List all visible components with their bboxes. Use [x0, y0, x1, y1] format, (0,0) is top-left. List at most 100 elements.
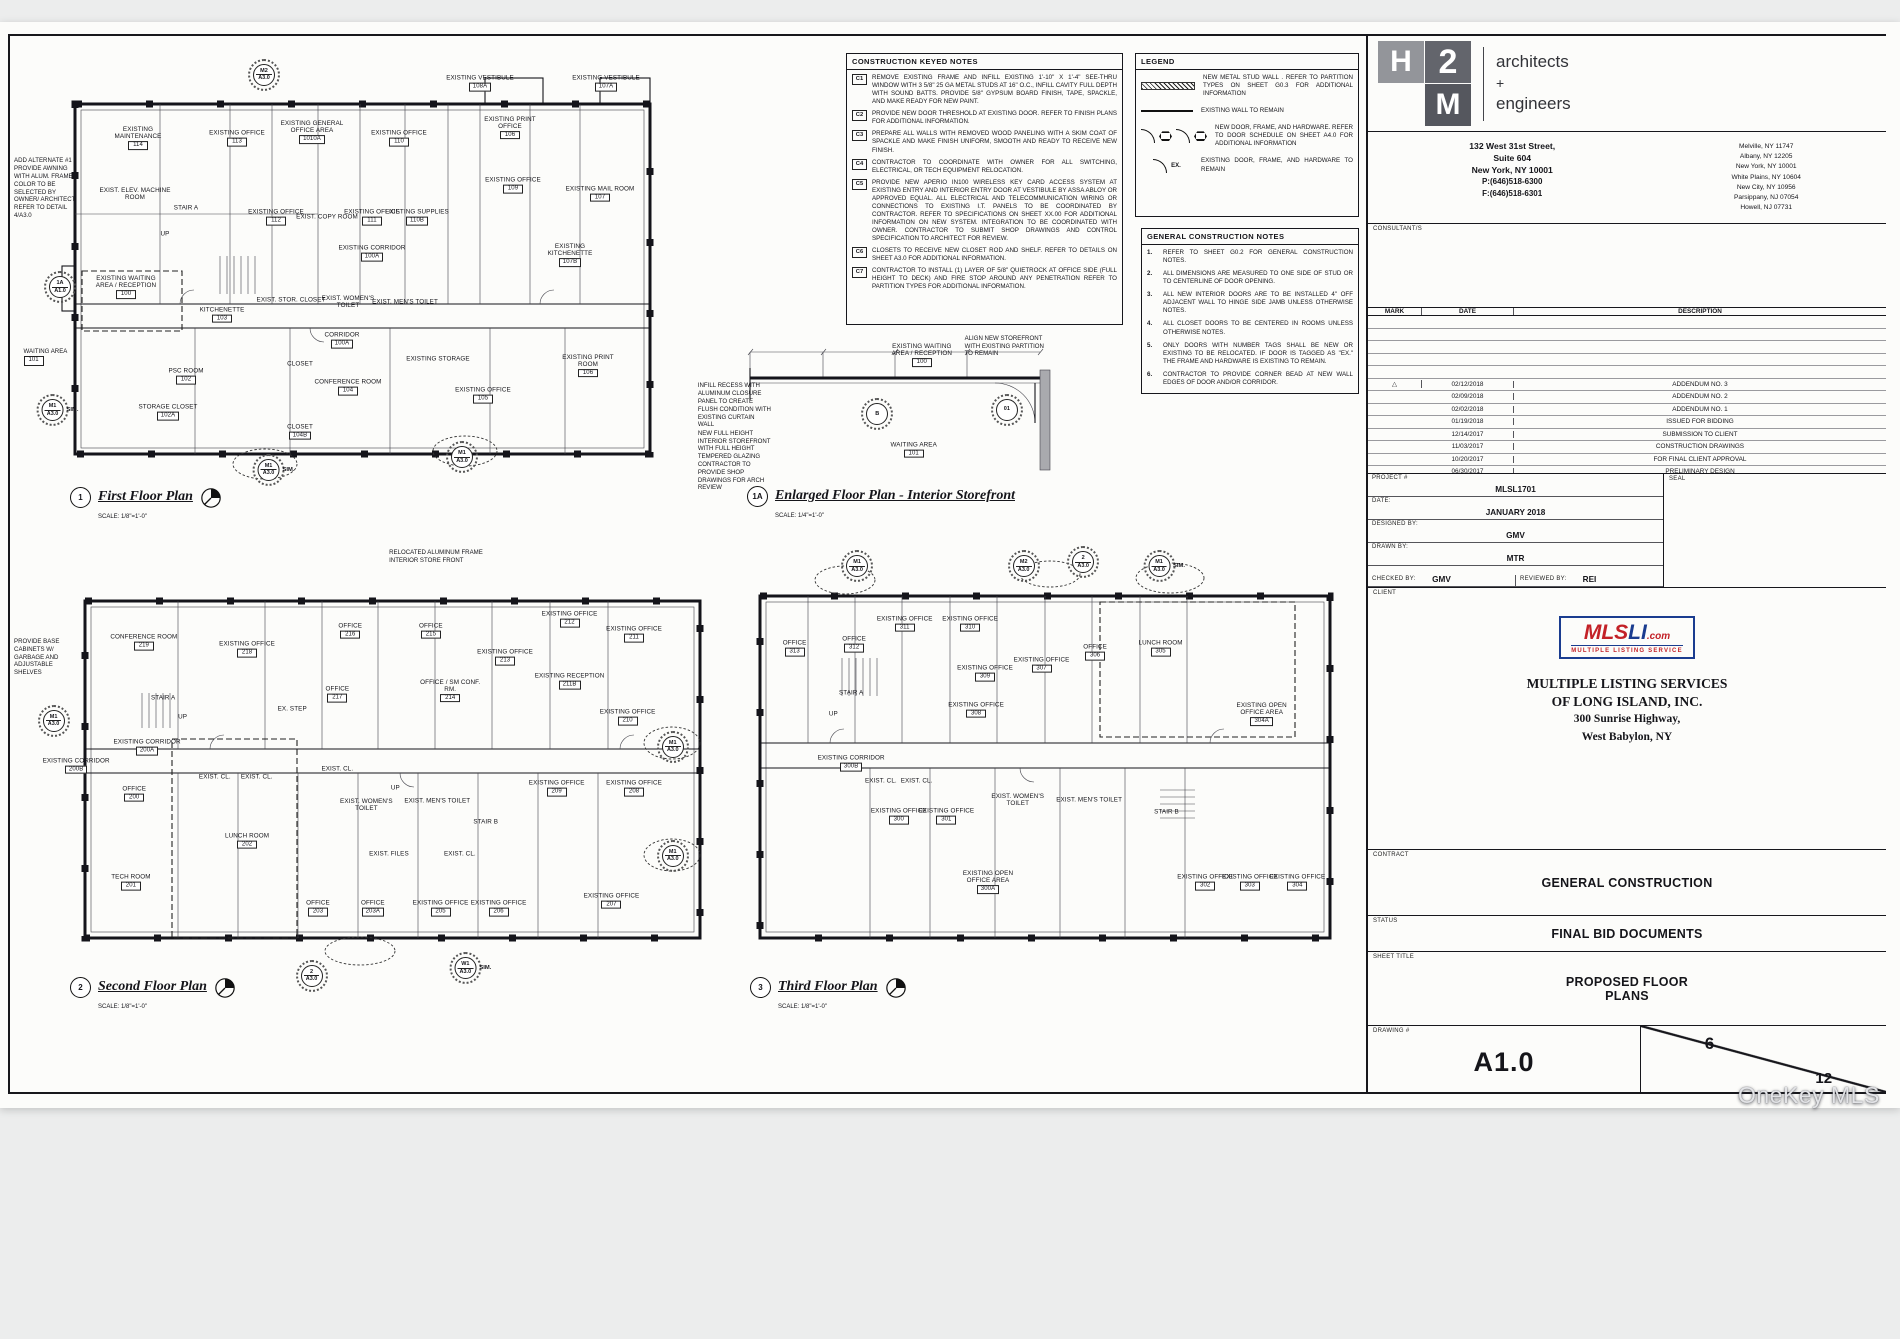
plan-scale: SCALE: 1/4"=1'-0"	[775, 513, 824, 519]
designed-by-row: DESIGNED BY: GMV	[1368, 520, 1663, 543]
room-number-tag: 300A	[976, 885, 1000, 894]
room-number-tag: 107B	[558, 258, 582, 268]
plan-number-bubble: 1A	[747, 486, 768, 507]
third-floor-plan: OFFICE 313 OFFICE 312 EXISTING OFFICE 31…	[750, 546, 1345, 1010]
keyed-note-tag: C7	[852, 267, 867, 279]
north-arrow-icon	[885, 977, 907, 999]
detail-bubble-icon: M1 A3.0	[656, 839, 689, 872]
room-number-tag: 310	[960, 623, 981, 632]
detail-bubble-icon: 2 A3.0	[295, 959, 328, 992]
keyed-note: C3 PREPARE ALL WALLS WITH REMOVED WOOD P…	[852, 130, 1117, 154]
north-arrow-icon	[214, 977, 236, 999]
room-label: EXIST. WOMEN'S TOILET	[991, 792, 1045, 807]
room-label: CONFERENCE ROOM 219	[110, 633, 178, 651]
room-label: EXISTING OFFICE 207	[583, 892, 640, 909]
revision-row: △ 02/12/2018 ADDENDUM NO. 3	[1368, 379, 1886, 391]
room-label: EXISTING OFFICE 211	[606, 625, 662, 643]
room-label: EXIST. CL.	[900, 777, 933, 785]
sheet-total: 12	[1815, 1069, 1833, 1087]
room-number-tag: 200	[124, 793, 145, 803]
room-number-tag: 307	[1031, 664, 1052, 673]
leader-note: ADD ALTERNATE #1 PROVIDE AWNING WITH ALU…	[14, 157, 77, 220]
revision-row: 11/03/2017 CONSTRUCTION DRAWINGS	[1368, 441, 1886, 454]
door-swing-icon	[1153, 158, 1168, 173]
firm-address: 132 West 31st Street, Suite 604 New York…	[1469, 141, 1556, 199]
general-note: 3. ALL NEW INTERIOR DOORS ARE TO BE INST…	[1147, 291, 1353, 315]
detail-bubble-icon: 1A A1.0	[44, 271, 76, 303]
drawing-area: EXISTING MAINTENANCE 114 EXISTING OFFICE…	[10, 36, 1364, 1092]
drawing-number-block: DRAWING # A1.0 6 12	[1368, 1026, 1886, 1092]
room-label: OFFICE 312	[842, 635, 866, 653]
room-label: OFFICE 215	[419, 622, 443, 639]
room-label: EXISTING OFFICE 304	[1269, 873, 1326, 891]
room-label: EXISTING OFFICE 300	[870, 807, 927, 825]
room-label: EXISTING OFFICE 212	[541, 610, 598, 628]
keyed-note-tag: C6	[852, 247, 867, 259]
revision-row: 01/19/2018 ISSUED FOR BIDDING	[1368, 416, 1886, 429]
room-label: EXISTING PRINT OFFICE 106	[484, 115, 536, 140]
room-number-tag: 206	[488, 907, 509, 917]
keyed-note-tag: C1	[852, 74, 867, 85]
room-label: STAIR B	[473, 818, 499, 826]
room-label: STAIR B	[1154, 808, 1179, 816]
general-note: 6. CONTRACTOR TO PROVIDE CORNER BEAD AT …	[1147, 370, 1353, 386]
room-label: EXIST. MEN'S TOILET	[404, 797, 471, 805]
reference-marker: 01	[990, 393, 1023, 426]
room-label: EXISTING WAITING AREA / RECEPTION 100	[95, 275, 157, 299]
room-number-tag: 111	[362, 216, 382, 226]
new-wall-symbol	[1141, 82, 1195, 91]
status-value: FINAL BID DOCUMENTS	[1551, 926, 1703, 941]
detail-marker: 2 A3.0	[1067, 546, 1100, 579]
office-location: Howell, NJ 07731	[1740, 204, 1793, 212]
room-label: OFFICE / SM CONF. RM. 214	[420, 678, 481, 703]
legend-item: EXISTING WALL TO REMAIN	[1141, 107, 1353, 115]
room-label: EXISTING VESTIBULE 107A	[572, 74, 640, 92]
room-label: EXISTING OFFICE 213	[477, 648, 533, 666]
drawing-number: A1.0	[1473, 1046, 1535, 1077]
legend-item: EX. EXISTING DOOR, FRAME, AND HARDWARE T…	[1141, 157, 1353, 173]
room-label: UP	[828, 710, 838, 718]
room-number-tag: 211B	[558, 680, 581, 690]
leader-note: RELOCATED ALUMINUM FRAME INTERIOR STORE …	[389, 549, 483, 564]
room-label: EX. STEP	[277, 705, 307, 713]
room-number-tag: 219	[133, 641, 154, 651]
client-address: West Babylon, NY	[1581, 730, 1673, 743]
room-label: STORAGE CLOSET 102A	[138, 403, 198, 421]
detail-bubble-icon: M1 A3.0	[841, 550, 874, 583]
general-note: 2. ALL DIMENSIONS ARE MEASURED TO ONE SI…	[1147, 270, 1353, 286]
revision-row	[1368, 329, 1886, 341]
room-label: PSC ROOM 102	[168, 367, 204, 385]
room-number-tag: 113	[227, 137, 247, 147]
construction-keyed-notes: CONSTRUCTION KEYED NOTES C1 REMOVE EXIST…	[846, 53, 1123, 325]
room-label: EXISTING OFFICE 205	[412, 899, 469, 917]
room-number-tag: 302	[1195, 881, 1216, 891]
general-note: 4. ALL CLOSET DOORS TO BE CENTERED IN RO…	[1147, 320, 1353, 336]
room-number-tag: 207	[601, 900, 622, 909]
room-label: EXIST. CL.	[240, 773, 273, 781]
second-floor-outline	[81, 597, 704, 966]
room-label: UP	[390, 784, 400, 792]
room-number-tag: 304	[1287, 881, 1308, 891]
room-label: OFFICE 306	[1083, 643, 1107, 661]
revision-row	[1368, 316, 1886, 329]
room-label: EXISTING OPEN OFFICE AREA 300A	[962, 869, 1014, 894]
mls-logo: MLSLI.com MULTIPLE LISTING SERVICE	[1559, 616, 1695, 659]
room-number-tag: 203A	[361, 907, 385, 917]
firm-tagline: architects + engineers	[1496, 52, 1571, 113]
room-label: OFFICE 200	[122, 785, 147, 803]
room-label: EXISTING OPEN OFFICE AREA 304A	[1236, 701, 1287, 726]
room-label: EXISTING OFFICE 302	[1177, 873, 1234, 891]
leader-note: WAITING AREA 101	[23, 348, 76, 366]
client-name: OF LONG ISLAND, INC.	[1551, 693, 1703, 709]
room-number-tag: 300	[888, 815, 909, 825]
room-label: EXIST. WOMEN'S TOILET	[340, 797, 393, 812]
room-number-tag: 313	[784, 647, 805, 657]
keyed-notes-title: CONSTRUCTION KEYED NOTES	[847, 54, 1122, 70]
plan-title-third-floor: 3 Third Floor Plan SCALE: 1/8"=1'-0"	[750, 977, 907, 1013]
contract-block: CONTRACT GENERAL CONSTRUCTION	[1368, 850, 1886, 916]
room-label: EXISTING OFFICE 113	[209, 129, 265, 147]
detail-bubble-icon: M1 A3.0	[36, 394, 69, 427]
room-label: CORRIDOR 100A	[324, 331, 360, 349]
reference-bubble-icon: 01	[990, 393, 1023, 426]
detail-marker: M1 A3.0	[841, 550, 874, 583]
